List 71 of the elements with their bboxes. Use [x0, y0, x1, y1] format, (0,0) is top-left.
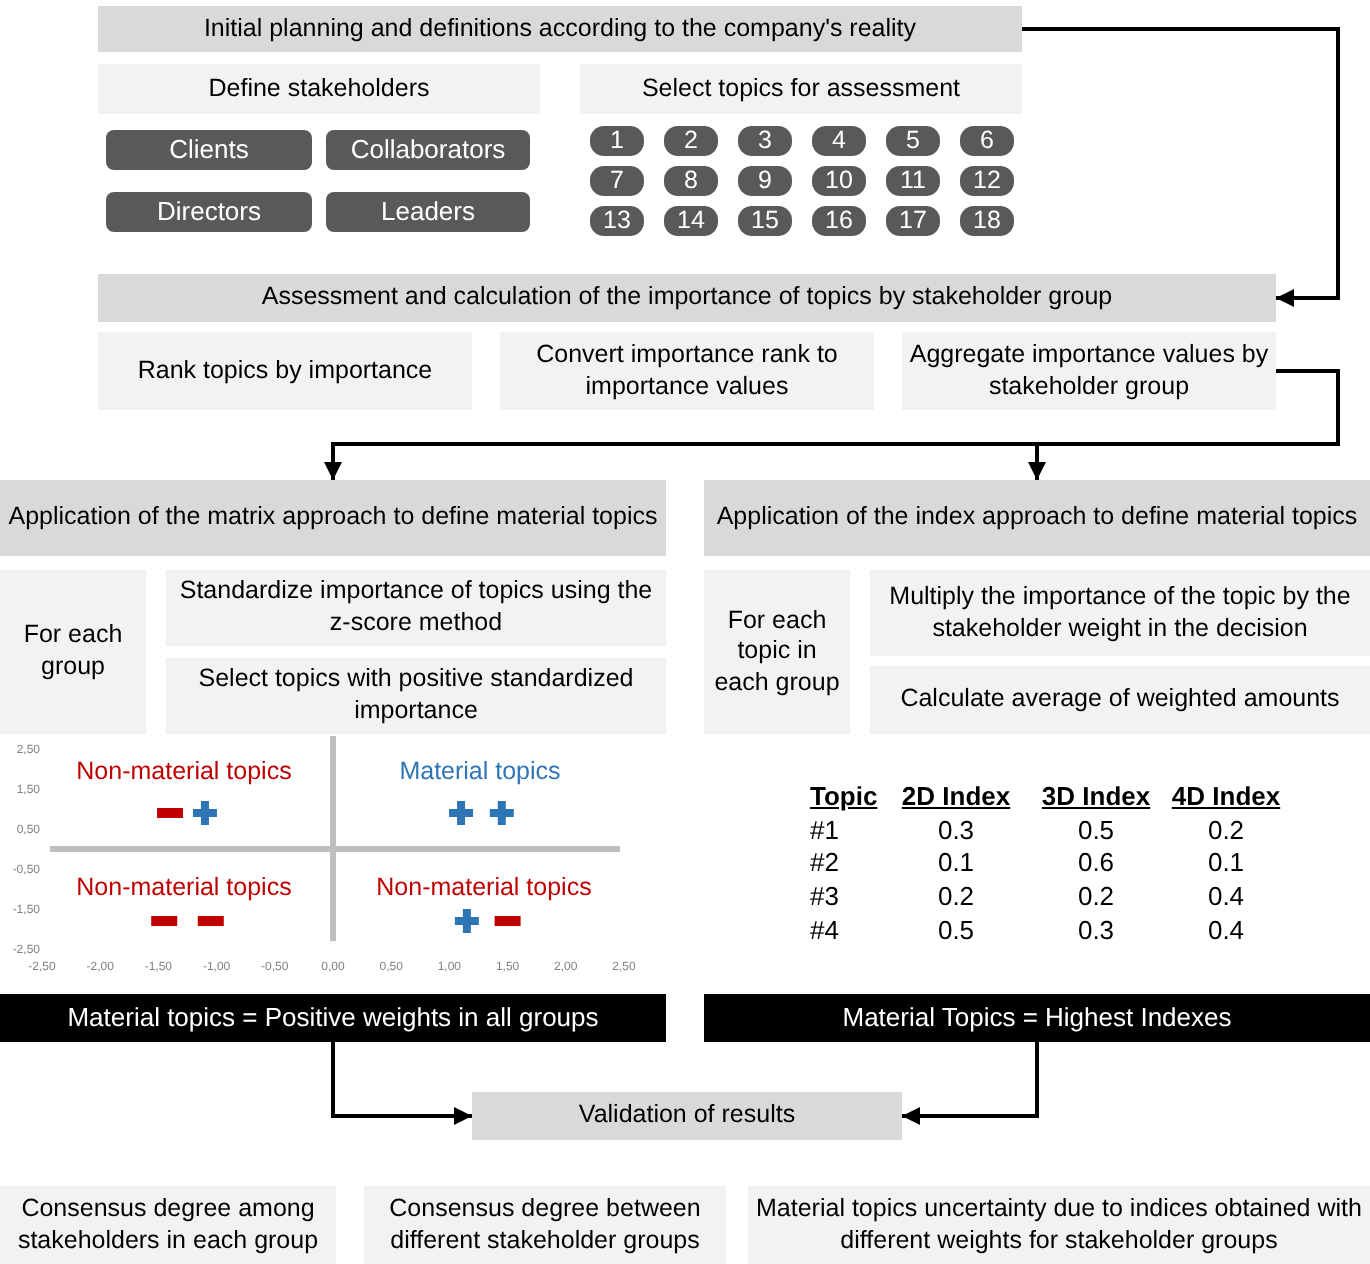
index-value: 0.5 — [937, 914, 975, 945]
index-value: 0.1 — [937, 847, 975, 878]
topic-number-tag: 12 — [960, 166, 1014, 196]
topic-number-tag: 14 — [664, 206, 718, 236]
stakeholder-tag: Collaborators — [326, 130, 530, 170]
topic-number-tag: 18 — [960, 206, 1014, 236]
topic-number-tag: 8 — [664, 166, 718, 196]
topic-number-tag: 5 — [886, 126, 940, 156]
arrow — [1022, 27, 1340, 307]
stage-header: Application of the index approach to define material topics — [704, 480, 1370, 556]
index-value: 0.2 — [937, 881, 975, 912]
quadrant-label: Non-material topics — [76, 757, 292, 787]
topic-id: #4 — [810, 914, 839, 945]
index-value: 0.4 — [1207, 914, 1245, 945]
step-box: Aggregate importance values by stakeholder group — [902, 332, 1276, 410]
topic-id: #2 — [810, 847, 839, 878]
step-box: Standardize importance of topics using the z-score method — [166, 570, 666, 646]
column-header: 2D Index — [901, 781, 1011, 811]
stakeholder-tag: Directors — [106, 192, 312, 232]
column-header: Topic — [810, 781, 878, 811]
criterion-box: Consensus degree among stakeholders in each group — [0, 1186, 336, 1264]
step-box: For each topic in each group — [704, 570, 850, 734]
validation-box: Validation of results — [472, 1092, 902, 1140]
column-header: 4D Index — [1171, 781, 1281, 811]
step-box: Calculate average of weighted amounts — [870, 666, 1370, 734]
result-banner: Material Topics = Highest Indexes — [704, 994, 1370, 1042]
topic-number-tag: 1 — [590, 126, 644, 156]
arrow — [902, 1042, 1039, 1125]
topic-number-tag: 17 — [886, 206, 940, 236]
index-value: 0.4 — [1207, 881, 1245, 912]
stakeholder-tag: Clients — [106, 130, 312, 170]
step-box: Select topics with positive standardized importance — [166, 658, 666, 734]
topic-id: #3 — [810, 881, 839, 912]
topic-number-tag: 6 — [960, 126, 1014, 156]
result-banner: Material topics = Positive weights in all groups — [0, 994, 666, 1042]
topic-id: #1 — [810, 814, 839, 845]
step-box: Select topics for assessment — [580, 64, 1022, 114]
stakeholder-tag: Leaders — [326, 192, 530, 232]
topic-number-tag: 3 — [738, 126, 792, 156]
quadrant-label: Non-material topics — [76, 873, 292, 903]
stage-header: Application of the matrix approach to define material topics — [0, 480, 666, 556]
index-value: 0.5 — [1077, 814, 1115, 845]
step-box: Convert importance rank to importance values — [500, 332, 874, 410]
step-box: Rank topics by importance — [98, 332, 472, 410]
criterion-box: Material topics uncertainty due to indices obtained with different weights for stakeholder groups — [748, 1186, 1370, 1264]
arrow — [1028, 369, 1340, 480]
criterion-box: Consensus degree between different stakeholder groups — [364, 1186, 726, 1264]
topic-number-tag: 16 — [812, 206, 866, 236]
arrow — [331, 1042, 472, 1125]
index-value: 0.6 — [1077, 847, 1115, 878]
topic-number-tag: 11 — [886, 166, 940, 196]
topic-number-tag: 7 — [590, 166, 644, 196]
stage-header: Assessment and calculation of the importance of topics by stakeholder group — [98, 274, 1276, 322]
topic-number-tag: 13 — [590, 206, 644, 236]
index-value: 0.1 — [1207, 847, 1245, 878]
index-value: 0.2 — [1077, 881, 1115, 912]
stage-header: Initial planning and definitions according to the company's reality — [98, 6, 1022, 52]
topic-number-tag: 10 — [812, 166, 866, 196]
step-box: Multiply the importance of the topic by the stakeholder weight in the decision — [870, 570, 1370, 656]
step-box: Define stakeholders — [98, 64, 540, 114]
topic-number-tag: 2 — [664, 126, 718, 156]
quadrant-label: Material topics — [399, 757, 561, 787]
index-value: 0.2 — [1207, 814, 1245, 845]
topic-number-tag: 4 — [812, 126, 866, 156]
topic-number-tag: 9 — [738, 166, 792, 196]
quadrant-label: Non-material topics — [376, 873, 592, 903]
column-header: 3D Index — [1041, 781, 1151, 811]
topic-number-tag: 15 — [738, 206, 792, 236]
step-box: For each group — [0, 570, 146, 734]
index-value: 0.3 — [937, 814, 975, 845]
index-value: 0.3 — [1077, 914, 1115, 945]
